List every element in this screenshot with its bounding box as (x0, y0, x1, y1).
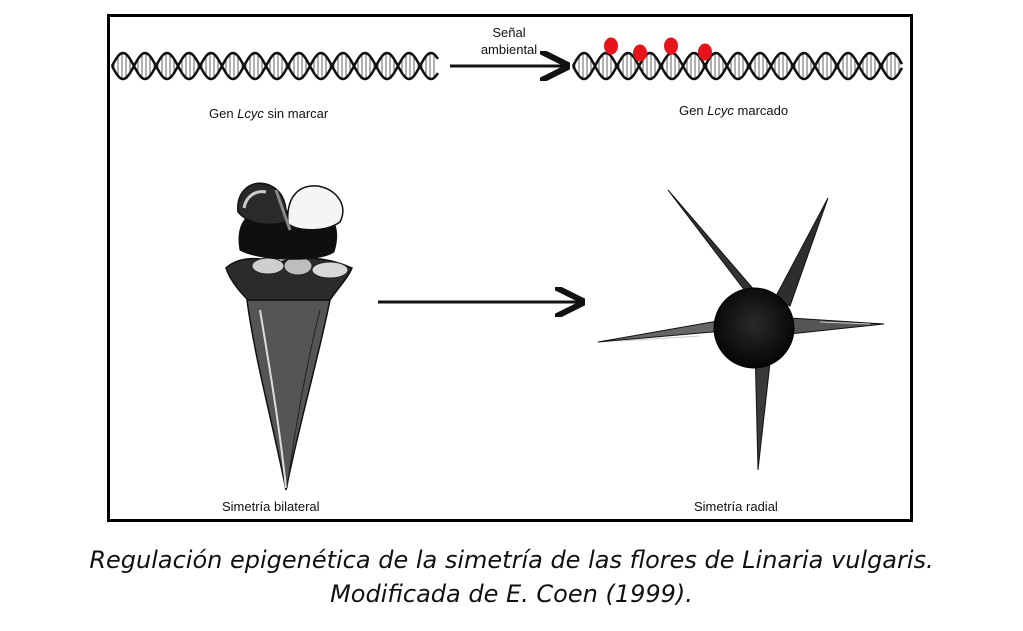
bilateral-flower-illustration (225, 182, 353, 491)
radial-flower-illustration (597, 189, 885, 471)
methylation-mark (664, 37, 678, 55)
radial-symmetry-label: Simetría radial (694, 499, 778, 514)
methylation-mark (698, 43, 712, 61)
signal-label: Señal ambiental (454, 24, 564, 58)
gene-name-unmarked: Lcyc (237, 106, 264, 121)
caption-line2: Modificada de E. Coen (1999). (330, 580, 693, 608)
methylation-mark (633, 44, 647, 62)
gene-marked-prefix: Gen (679, 103, 708, 118)
methylation-marks (604, 37, 712, 62)
dna-strand (110, 51, 440, 81)
gene-unmarked-label: Gen Lcyc sin marcar (209, 106, 328, 121)
methylation-mark (604, 37, 618, 55)
caption-line1: Regulación epigenética de la simetría de… (89, 546, 934, 574)
signal-label-line2: ambiental (480, 42, 538, 57)
gene-marked-suffix: marcado (733, 103, 789, 118)
dna-strand (110, 51, 440, 81)
bilateral-symmetry-label: Simetría bilateral (222, 499, 320, 514)
dna-strand (571, 51, 904, 81)
gene-name-marked: Lcyc (707, 103, 734, 118)
dna-helix-unmarked (110, 51, 440, 81)
dna-strand (571, 51, 904, 81)
signal-label-line1: Señal (492, 25, 526, 40)
gene-unmarked-prefix: Gen (209, 106, 238, 121)
dna-helix-marked (571, 51, 904, 81)
gene-unmarked-suffix: sin marcar (263, 106, 329, 121)
figure-caption: Regulación epigenética de la simetría de… (0, 543, 1023, 611)
gene-marked-label: Gen Lcyc marcado (679, 103, 788, 118)
